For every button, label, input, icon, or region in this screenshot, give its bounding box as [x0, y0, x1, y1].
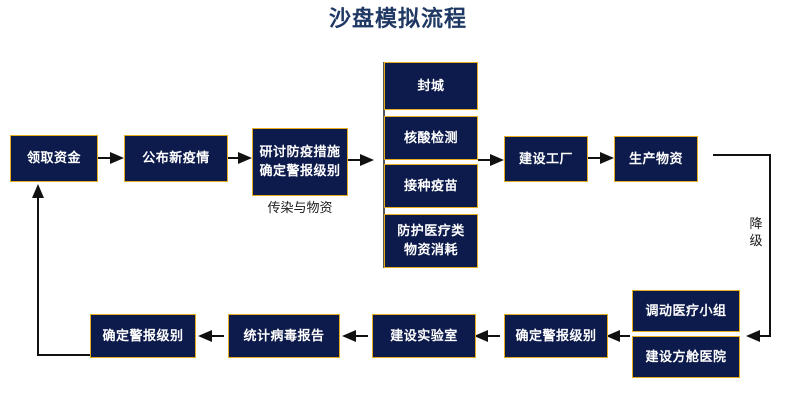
node-build-factory[interactable]: 建设工厂	[504, 136, 588, 182]
node-lockdown[interactable]: 封城	[384, 62, 478, 110]
node-label: 建设工厂	[518, 151, 573, 167]
node-nucleic-test[interactable]: 核酸检测	[384, 116, 478, 160]
node-set-alert-level-left[interactable]: 确定警报级别	[90, 314, 196, 358]
node-label: 统计病毒报告	[243, 328, 325, 344]
edge-return-to-funds	[32, 184, 90, 356]
node-label-line2: 物资消耗	[403, 243, 458, 258]
label-downgrade: 降 级	[748, 216, 764, 250]
label-downgrade-char1: 降	[749, 217, 763, 232]
node-label: 建设实验室	[390, 328, 458, 344]
node-label: 封城	[417, 78, 445, 94]
node-virus-report[interactable]: 统计病毒报告	[228, 314, 340, 358]
node-label: 调动医疗小组	[645, 303, 727, 319]
node-set-alert-level-right[interactable]: 确定警报级别	[504, 314, 608, 358]
node-build-fangcang-hospital[interactable]: 建设方舱医院	[632, 336, 740, 378]
label-transmission-and-supplies: 传染与物资	[267, 201, 333, 216]
node-build-lab[interactable]: 建设实验室	[372, 314, 476, 358]
node-produce-supplies[interactable]: 生产物资	[614, 136, 698, 182]
node-announce-epidemic[interactable]: 公布新疫情	[124, 135, 228, 182]
node-receive-funds[interactable]: 领取资金	[10, 135, 98, 182]
node-label-line1: 防护医疗类	[397, 224, 465, 239]
page-title: 沙盘模拟流程	[328, 7, 467, 32]
node-protective-medical-supplies[interactable]: 防护医疗类 物资消耗	[384, 214, 478, 268]
label-downgrade-char2: 级	[749, 234, 763, 249]
node-mobilize-medical-team[interactable]: 调动医疗小组	[632, 290, 740, 332]
node-label-line2: 确定警报级别	[259, 164, 341, 179]
node-vaccination[interactable]: 接种疫苗	[384, 164, 478, 208]
node-label: 建设方舱医院	[645, 349, 727, 365]
node-label: 确定警报级别	[515, 328, 597, 344]
node-label: 生产物资	[628, 151, 683, 167]
node-label: 领取资金	[26, 151, 81, 166]
node-label-line1: 研讨防疫措施	[259, 145, 341, 160]
node-label: 确定警报级别	[102, 328, 184, 344]
node-label: 核酸检测	[403, 130, 458, 146]
node-discuss-measures[interactable]: 研讨防疫措施 确定警报级别	[252, 128, 348, 196]
node-label: 接种疫苗	[403, 178, 458, 194]
node-label: 公布新疫情	[142, 151, 210, 166]
